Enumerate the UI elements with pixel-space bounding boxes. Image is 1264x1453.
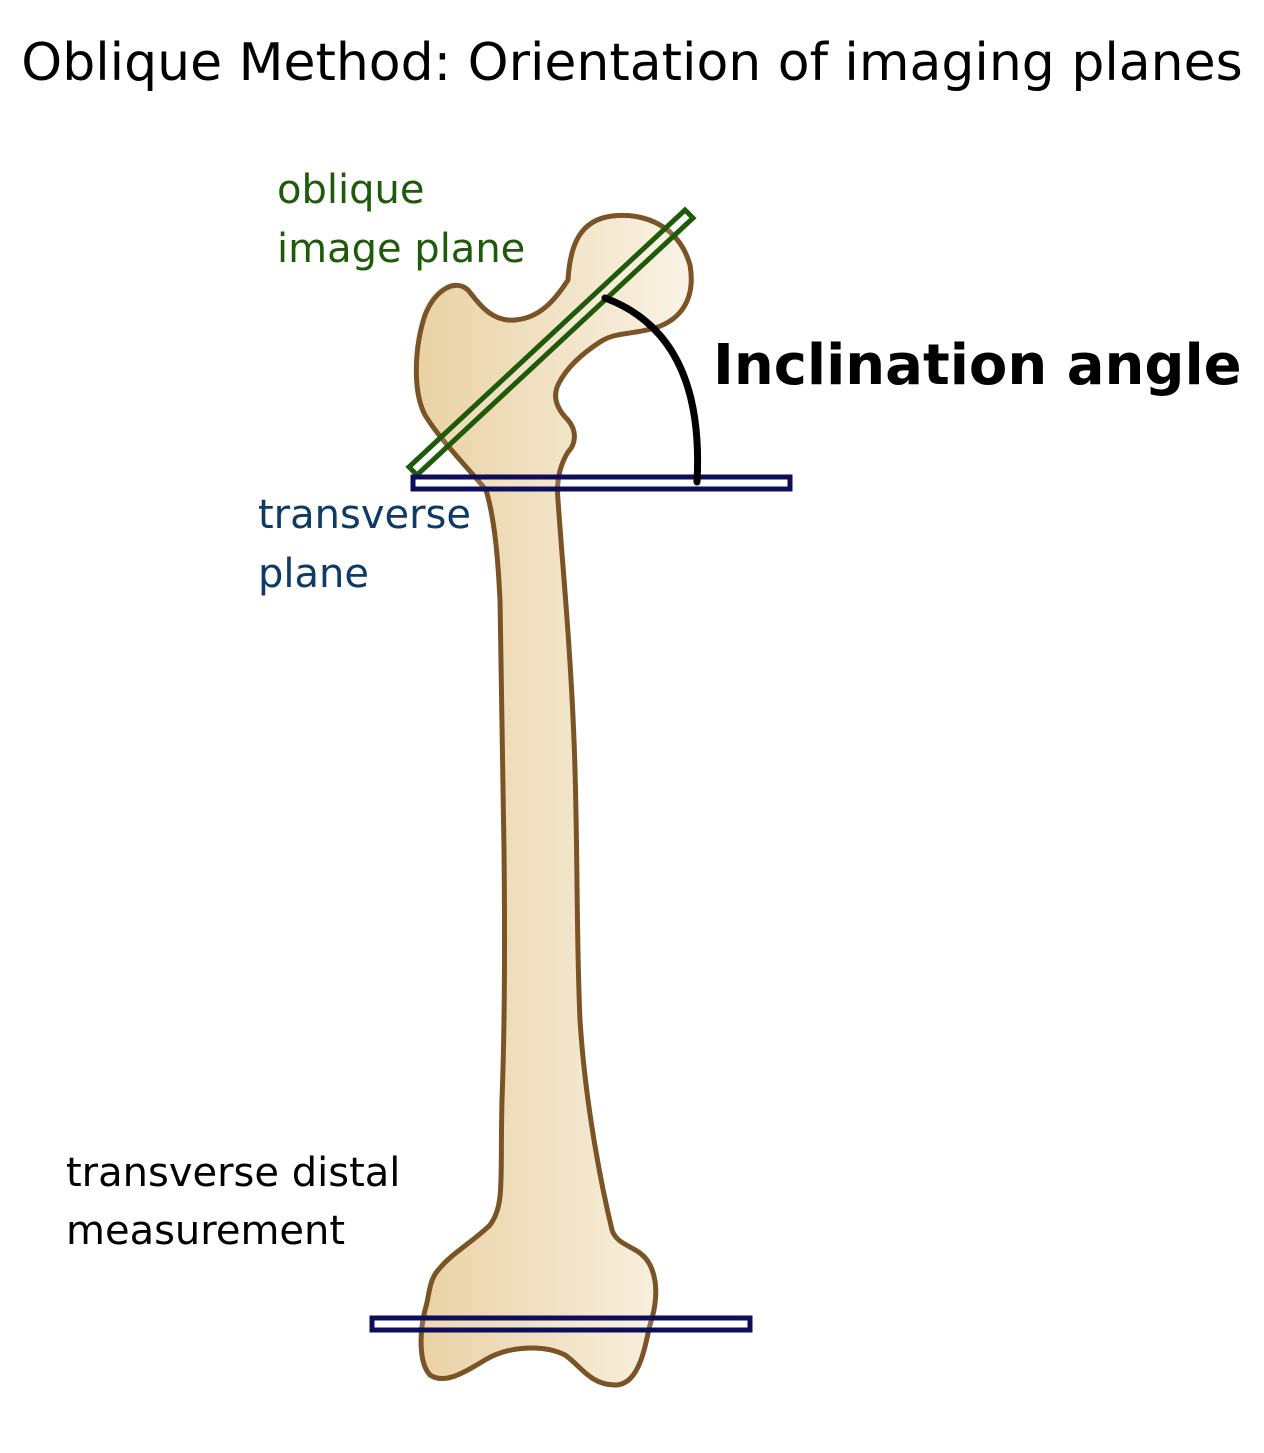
- oblique-label-line-2: image plane: [277, 226, 525, 272]
- transverse-distal-measurement-plane: [369, 1315, 753, 1333]
- inclination-angle-arc: [601, 294, 702, 486]
- femur-bone: [413, 212, 694, 1388]
- transverse-label-line-2: plane: [258, 551, 369, 597]
- transverse-plane-label: transverse plane: [258, 492, 484, 597]
- oblique-label-line-1: oblique: [277, 167, 424, 213]
- distal-label-line-1: transverse distal: [66, 1150, 400, 1196]
- oblique-image-plane: [405, 206, 697, 479]
- distal-label-line-2: measurement: [66, 1208, 345, 1254]
- transverse-distal-measurement-label: transverse distal measurement: [66, 1150, 413, 1254]
- transverse-label-line-1: transverse: [258, 492, 471, 538]
- inclination-angle-label: Inclination angle: [713, 333, 1242, 398]
- transverse-plane: [410, 474, 793, 492]
- oblique-image-plane-label: oblique image plane: [277, 167, 525, 272]
- page-title: Oblique Method: Orientation of imaging p…: [21, 33, 1242, 93]
